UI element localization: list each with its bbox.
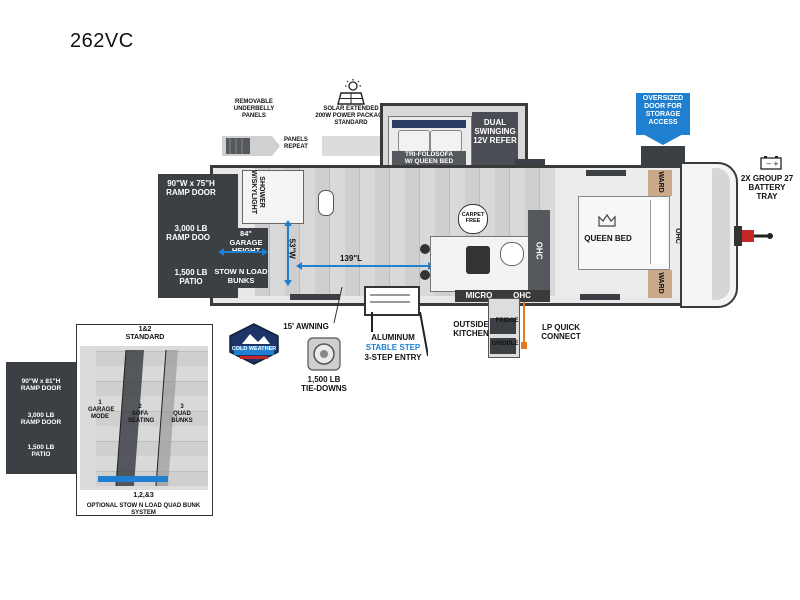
sofa-cushion-left: [398, 130, 430, 152]
oversized-door-arrow: [641, 133, 685, 145]
outside-fridge: [490, 318, 516, 334]
inset-mode-2: 2 SOFA SEATING: [128, 404, 155, 424]
awning-label: 15' AWNING: [283, 322, 329, 331]
queen-bed-label: QUEEN BED: [584, 234, 632, 243]
stow-bunks-label: STOW N LOAD BUNKS: [214, 267, 268, 285]
sofa-back: [392, 120, 466, 128]
wardrobe-top: [648, 170, 672, 196]
inset-footer-nums: 1,2,&3: [133, 492, 154, 499]
griddle-label: GRIDDLE: [491, 341, 519, 347]
sink: [500, 242, 524, 266]
width-label: 53"W: [287, 238, 297, 259]
stool-1: [420, 244, 430, 254]
panels-repeat-label: PANELS REPEAT: [284, 137, 308, 150]
inset-patio: 1,500 LB PATIO: [27, 444, 55, 459]
hitch-tongue: [734, 222, 774, 250]
front-cap-shade: [712, 168, 730, 300]
lp-line: [520, 302, 528, 350]
patio-label: 1,500 LB PATIO: [174, 268, 208, 287]
three-step-entry-label: 3-STEP ENTRY: [364, 353, 422, 362]
ohc-cabinet-vertical: [528, 210, 550, 292]
inset-ramp-door-size: 90"W x 81"H RAMP DOOR: [20, 378, 62, 393]
inset-ramp-door: [6, 362, 76, 474]
stable-step-label: STABLE STEP: [365, 343, 421, 352]
width-arrow: [284, 220, 292, 286]
inset-header: 1&2 STANDARD: [125, 326, 165, 342]
window-top-1: [515, 159, 545, 165]
wardrobe-bottom: [648, 270, 672, 298]
lp-quick-connect-label: LP QUICK CONNECT: [541, 323, 581, 342]
bedroom-window-top: [586, 170, 626, 176]
toilet: [318, 190, 334, 216]
model-name: 262VC: [70, 30, 134, 52]
garage-height-arrow: [218, 248, 268, 256]
entry-steps: [364, 286, 420, 316]
cold-weather-badge: [228, 322, 280, 366]
carpet-free-badge: CARPET FREE: [458, 204, 488, 234]
carpet-free-label: CARPET FREE: [461, 212, 485, 225]
battery-icon: −+: [760, 156, 782, 170]
micro-label: MICRO: [465, 291, 493, 300]
dual-swinging-refer: DUAL SWINGING 12V REFER: [472, 112, 518, 168]
inset-mode-3: 3 QUAD BUNKS: [171, 404, 193, 424]
sofa-cushion-right: [430, 130, 462, 152]
stove: [466, 246, 490, 274]
fridge-label: FRIDGE: [495, 318, 519, 324]
outside-kitchen-label: OUTSIDE KITCHEN: [453, 320, 489, 339]
outside-griddle: [490, 338, 516, 354]
bedroom-window-bottom: [580, 294, 620, 300]
shower-label: SHOWER W/SKYLIGHT: [250, 170, 266, 215]
ward-label-top: WARD: [657, 171, 665, 193]
length-arrow: [296, 262, 434, 270]
inset-mode-1: 1 GARAGE MODE: [88, 400, 115, 420]
storage-door: [641, 146, 685, 168]
ramp-door-weight-label: 3,000 LB RAMP DOOR: [166, 224, 216, 243]
window-bottom-1: [290, 294, 340, 300]
garage-height-label: 84" GARAGE HEIGHT: [229, 229, 263, 256]
inset-modes: [96, 350, 208, 486]
panels-repeat-strip: [322, 136, 382, 156]
ohc-label-vertical: OHC: [534, 241, 544, 260]
ramp-door-size-label: 90"W x 75"H RAMP DOOR: [166, 179, 216, 198]
garage-bunks-panel: [210, 228, 268, 288]
inset-floor: [96, 350, 208, 486]
awning-pointer: [328, 285, 348, 325]
solar-label: SOLAR EXTENDED 200W POWER PACKAGE STANDA…: [315, 106, 387, 126]
ward-label-bottom: WARD: [657, 272, 665, 294]
crown-icon: [598, 214, 616, 228]
tie-down-icon: [306, 336, 342, 372]
cold-weather-label: COLD WEATHER: [231, 346, 277, 352]
underbelly-panel-graphic: [222, 136, 280, 156]
bathroom: [242, 170, 304, 224]
tie-downs-label: 1,500 LB TIE-DOWNS: [301, 375, 347, 394]
svg-text:+: +: [773, 160, 779, 168]
length-label: 139"L: [339, 254, 363, 263]
inset-footer: OPTIONAL STOW N LOAD QUAD BUNK SYSTEM: [86, 503, 201, 516]
step-lines: [370, 294, 410, 303]
oversized-door-label: OVERSIZED DOOR FOR STORAGE ACCESS: [636, 93, 690, 135]
battery-label: 2X GROUP 27 BATTERY TRAY: [740, 174, 794, 202]
stool-2: [420, 270, 430, 280]
tri-fold-sofa-label: TRI-FOLDSOFA W/ QUEEN BED: [392, 151, 466, 166]
pillows: [650, 200, 667, 264]
svg-text:−: −: [766, 160, 772, 168]
solar-panel-icon: [337, 78, 365, 106]
step-rail: [368, 312, 428, 358]
inset-ramp-door-weight: 3,000 LB RAMP DOOR: [20, 412, 62, 427]
aluminum-label: ALUMINUM: [371, 333, 415, 342]
ohc-label-bottom: OHC: [513, 291, 531, 300]
underbelly-panels: [222, 134, 280, 158]
removable-underbelly-label: REMOVABLE UNDERBELLY PANELS: [233, 99, 275, 119]
micro-ohc-strip: [455, 290, 550, 302]
